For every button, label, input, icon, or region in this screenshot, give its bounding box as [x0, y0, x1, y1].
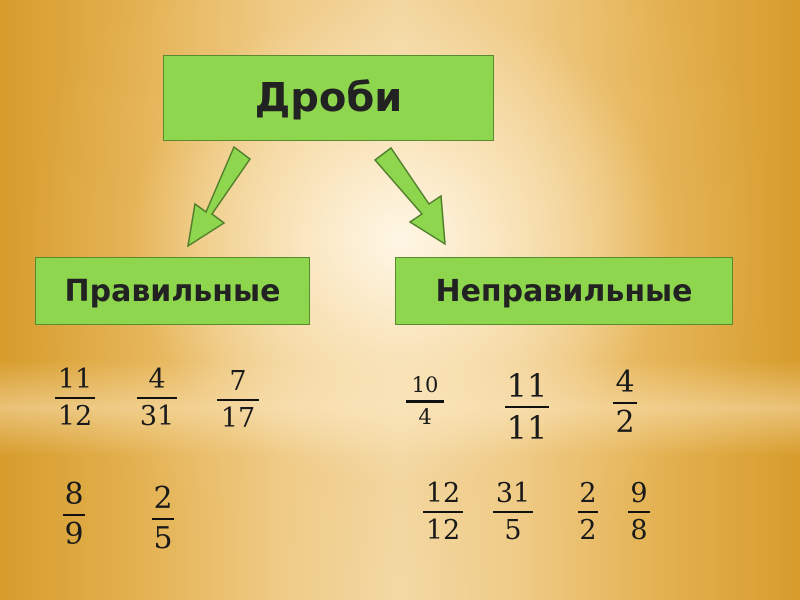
denominator: 31 [139, 401, 175, 432]
fraction-proper: 2 5 [152, 484, 174, 554]
numerator: 31 [495, 478, 531, 509]
numerator: 11 [57, 364, 93, 395]
fraction-improper: 2 2 [578, 480, 598, 544]
numerator: 9 [630, 478, 648, 509]
denominator: 9 [64, 517, 84, 552]
fraction-proper: 7 17 [217, 368, 259, 432]
numerator: 2 [153, 481, 173, 516]
fraction-bar [63, 514, 85, 516]
arrow-to-proper [186, 145, 252, 248]
title-text: Дроби [254, 75, 403, 121]
denominator: 8 [630, 515, 648, 546]
numerator: 11 [506, 367, 548, 405]
improper-label: Неправильные [435, 273, 693, 309]
fraction-bar [55, 397, 95, 399]
denominator: 5 [153, 521, 173, 556]
fraction-improper: 11 11 [505, 370, 549, 444]
numerator: 7 [229, 366, 247, 397]
fraction-proper: 8 9 [63, 480, 85, 550]
numerator: 4 [615, 365, 635, 400]
numerator: 4 [148, 364, 166, 395]
denominator: 17 [220, 403, 256, 434]
denominator: 4 [418, 405, 432, 429]
title-box: Дроби [163, 55, 494, 141]
denominator: 12 [57, 401, 93, 432]
fraction-bar [217, 399, 259, 401]
denominator: 5 [504, 515, 522, 546]
numerator: 8 [64, 477, 84, 512]
denominator: 11 [506, 409, 548, 447]
improper-fractions-box: Неправильные [395, 257, 733, 325]
arrow-to-improper [373, 146, 446, 246]
fraction-proper: 4 31 [137, 366, 177, 430]
fraction-bar [406, 400, 444, 403]
fraction-bar [613, 402, 637, 404]
fraction-bar [505, 406, 549, 408]
proper-label: Правильные [64, 273, 281, 309]
fraction-proper: 11 12 [55, 366, 95, 430]
numerator: 10 [411, 373, 439, 397]
fraction-improper: 31 5 [493, 480, 533, 544]
fraction-bar [493, 511, 533, 513]
proper-fractions-box: Правильные [35, 257, 310, 325]
fraction-bar [578, 511, 598, 513]
fraction-bar [137, 397, 177, 399]
denominator: 12 [425, 515, 461, 546]
numerator: 2 [579, 478, 597, 509]
fraction-improper: 10 4 [406, 375, 444, 428]
fraction-improper: 12 12 [423, 480, 463, 544]
fraction-improper: 4 2 [613, 368, 637, 438]
fraction-improper: 9 8 [628, 480, 650, 544]
fraction-bar [628, 511, 650, 513]
fraction-bar [152, 518, 174, 520]
denominator: 2 [615, 405, 635, 440]
denominator: 2 [579, 515, 597, 546]
numerator: 12 [425, 478, 461, 509]
fraction-bar [423, 511, 463, 513]
